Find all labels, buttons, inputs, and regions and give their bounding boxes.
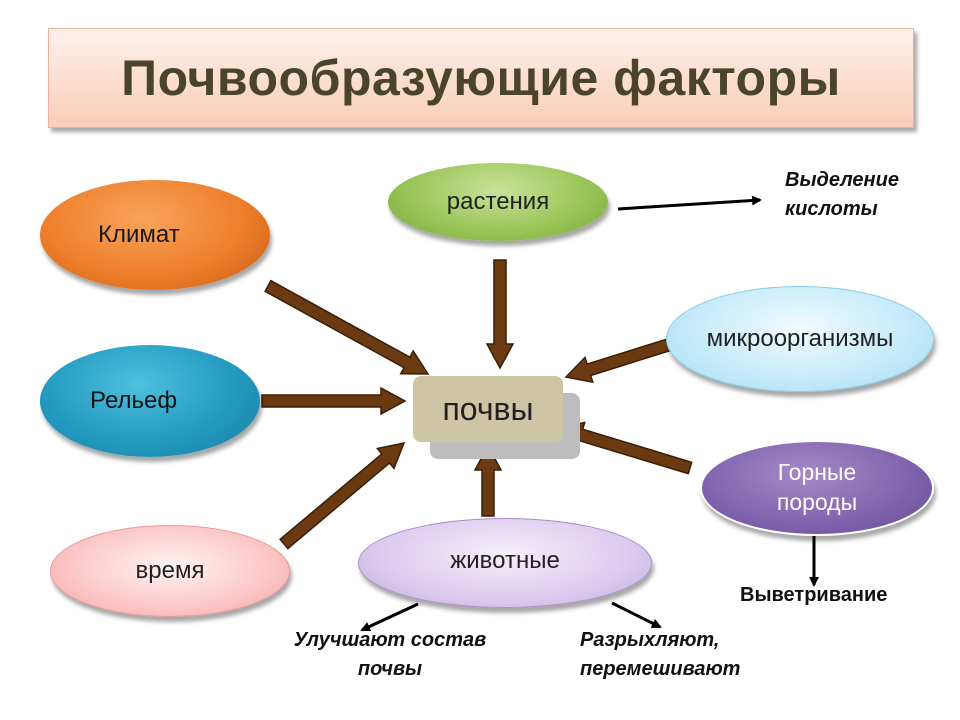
- factor-relef: Рельеф: [40, 345, 260, 457]
- note-razryhlyayut: Разрыхляют, перемешивают: [580, 626, 780, 684]
- note-uluchshayut-line2: почвы: [357, 658, 423, 680]
- title-box: Почвообразующие факторы: [48, 28, 914, 128]
- factor-rasteniya-label: растения: [446, 188, 550, 216]
- diagram-title: Почвообразующие факторы: [121, 50, 841, 106]
- note-uluchshayut: Улучшают состав почвы: [280, 626, 500, 684]
- note-razryhlyayut-line2: перемешивают: [580, 658, 741, 680]
- factor-klimat: Климат: [40, 180, 270, 290]
- factor-vremya: время: [50, 525, 290, 617]
- factor-gornye-line2: породы: [776, 489, 858, 515]
- center-pochvy-label: почвы: [442, 390, 534, 427]
- factor-vremya-label: время: [135, 557, 205, 585]
- factor-klimat-label: Климат: [98, 221, 180, 249]
- arrow-zhivotnye-razryhlyayut: [611, 601, 662, 629]
- note-razryhlyayut-line1: Разрыхляют,: [580, 629, 720, 651]
- note-vydelenie-line1: Выделение: [785, 169, 899, 191]
- factor-gornye-line1: Горные: [777, 459, 857, 486]
- arrow-klimat-pochvy: [264, 279, 430, 375]
- factor-mikroorganizmy: микроорганизмы: [666, 286, 934, 392]
- factor-mikroorganizmy-label: микроорганизмы: [706, 325, 894, 353]
- note-vydelenie-kisloty: Выделение кислоты: [785, 166, 935, 224]
- note-vydelenie-line2: кислоты: [785, 198, 878, 220]
- factor-gornye-porody-label: Горные породы: [777, 458, 857, 518]
- arrow-relef-pochvy: [261, 386, 407, 416]
- arrow-rasteniya-kisloty: [617, 195, 762, 211]
- arrow-mikro-pochvy: [564, 338, 671, 384]
- factor-rasteniya: растения: [388, 163, 608, 241]
- note-uluchshayut-line1: Улучшают состав: [293, 629, 487, 651]
- factor-gornye-porody: Горные породы: [700, 440, 934, 536]
- arrow-zhivotnye-uluchshayut: [360, 602, 419, 632]
- factor-relef-label: Рельеф: [90, 387, 178, 415]
- center-pochvy: почвы: [413, 376, 563, 442]
- arrow-rasteniya-pochvy: [485, 259, 515, 370]
- arrow-vremya-pochvy: [279, 441, 406, 550]
- factor-zhivotnye-label: животные: [450, 547, 560, 574]
- note-vyvetrivanie: Выветривание: [740, 584, 888, 606]
- factor-zhivotnye: животные: [358, 518, 652, 608]
